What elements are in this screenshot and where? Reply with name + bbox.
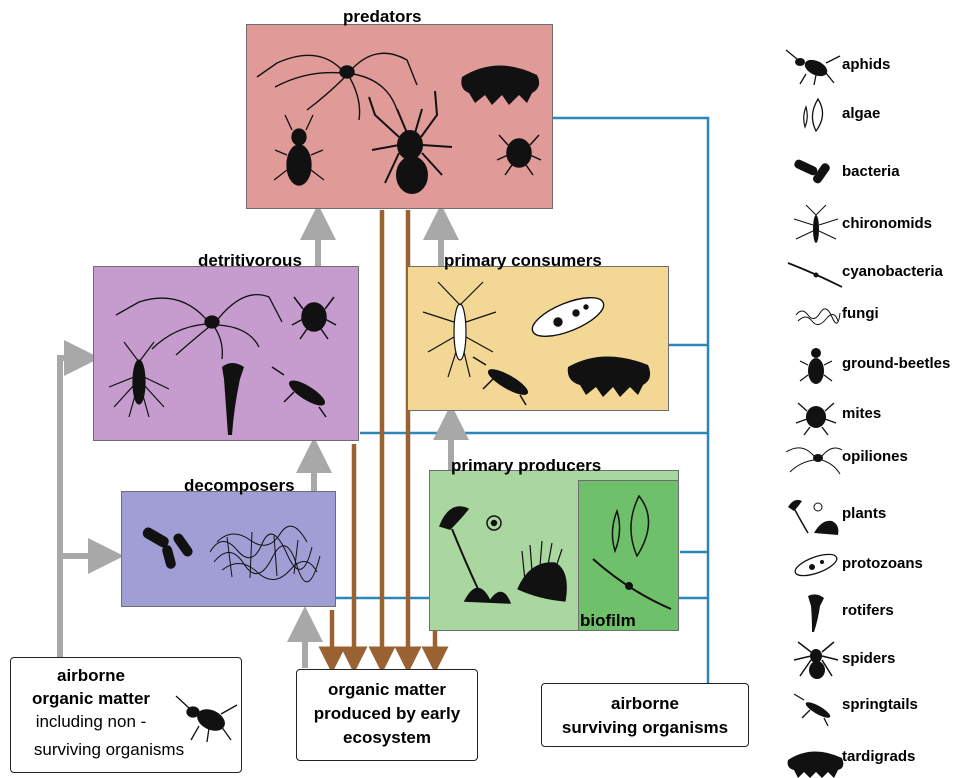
- legend-item-rotifers: rotifers: [784, 592, 974, 632]
- predators-box: [246, 24, 553, 209]
- mite-icon: [784, 395, 844, 435]
- algae-icon: [612, 496, 648, 556]
- airborne-surviving-line1: airborne: [542, 692, 748, 716]
- legend-label: cyanobacteria: [842, 263, 943, 280]
- legend-label: plants: [842, 505, 886, 522]
- chironomid-icon: [423, 282, 496, 377]
- protozoan-icon: [528, 290, 609, 344]
- organic-matter-line2: produced by early: [297, 702, 477, 726]
- tardigrade-icon: [784, 738, 844, 778]
- biofilm-organisms: [579, 481, 680, 632]
- predators-organisms: [247, 25, 554, 210]
- airborne-organic-matter-box: airborne organic matter including non - …: [10, 657, 242, 773]
- tardigrade-icon: [461, 65, 539, 105]
- legend-label: opiliones: [842, 448, 908, 465]
- opiliones-icon: [116, 295, 282, 359]
- legend-label: rotifers: [842, 602, 894, 619]
- plant-icon: [784, 495, 844, 535]
- primary-consumers-box: [407, 266, 669, 411]
- opiliones-icon: [784, 438, 844, 478]
- legend-label: bacteria: [842, 163, 900, 180]
- detritivorous-organisms: [94, 267, 360, 442]
- detritivorous-title: detritivorous: [198, 251, 302, 271]
- springtail-icon: [473, 357, 530, 405]
- decomposers-title: decomposers: [184, 476, 295, 496]
- airborne-organic-line2: organic matter: [11, 687, 171, 710]
- legend-label: fungi: [842, 305, 879, 322]
- primary-consumers-title: primary consumers: [444, 251, 602, 271]
- legend-item-fungi: fungi: [784, 295, 974, 335]
- biofilm-title: biofilm: [580, 611, 636, 631]
- mite-icon: [497, 135, 541, 175]
- legend-label: chironomids: [842, 215, 932, 232]
- legend-item-bacteria: bacteria: [784, 153, 974, 193]
- rotifer-icon: [222, 363, 244, 435]
- springtail-icon: [272, 367, 327, 417]
- decomposers-box: [121, 491, 336, 607]
- legend-label: algae: [842, 105, 880, 122]
- airborne-surviving-line2: surviving organisms: [542, 716, 748, 740]
- springtail-icon: [784, 686, 844, 726]
- legend-item-algae: algae: [784, 95, 974, 135]
- legend-label: springtails: [842, 696, 918, 713]
- rotifer-icon: [784, 592, 844, 632]
- legend-label: mites: [842, 405, 881, 422]
- detritivorous-box: [93, 266, 359, 441]
- cyanobacteria-icon: [593, 559, 671, 609]
- bacteria-icon: [784, 153, 844, 193]
- spider-icon: [784, 640, 844, 680]
- legend-item-springtails: springtails: [784, 686, 974, 726]
- fungi-icon: [210, 526, 320, 582]
- aphid-icon: [171, 690, 241, 745]
- decomposers-organisms: [122, 492, 337, 608]
- legend-label: spiders: [842, 650, 895, 667]
- protozoan-icon: [784, 545, 844, 585]
- organic-matter-line1: organic matter: [297, 678, 477, 702]
- legend-label: tardigrads: [842, 748, 915, 765]
- cyanobacteria-icon: [784, 253, 844, 293]
- predators-title: predators: [343, 7, 421, 27]
- primary-consumers-organisms: [408, 267, 670, 412]
- mite-icon: [292, 297, 336, 339]
- legend-item-cyanobacteria: cyanobacteria: [784, 253, 974, 293]
- legend-item-aphids: aphids: [784, 46, 974, 86]
- chironomid-icon: [784, 205, 844, 245]
- plant-icon: [518, 541, 566, 601]
- legend-label: protozoans: [842, 555, 923, 572]
- legend-item-mites: mites: [784, 395, 974, 435]
- legend-item-protozoans: protozoans: [784, 545, 974, 585]
- algae-icon: [784, 95, 844, 135]
- legend-label: ground-beetles: [842, 355, 950, 372]
- legend-item-tardigrads: tardigrads: [784, 738, 974, 778]
- airborne-organic-line1: airborne: [11, 664, 171, 687]
- aphid-icon: [784, 46, 844, 86]
- ground-beetle-icon: [274, 115, 324, 185]
- opiliones-icon: [257, 53, 417, 120]
- legend-item-ground-beetles: ground-beetles: [784, 345, 974, 385]
- legend-item-chironomids: chironomids: [784, 205, 974, 245]
- airborne-organic-line3: including non -: [11, 710, 171, 733]
- chironomid-icon: [109, 342, 169, 417]
- legend-item-plants: plants: [784, 495, 974, 535]
- plant-icon: [440, 507, 510, 603]
- tardigrade-icon: [568, 356, 650, 397]
- biofilm-box: [578, 480, 679, 631]
- organic-matter-line3: ecosystem: [297, 726, 477, 750]
- fungi-icon: [784, 295, 844, 335]
- primary-producers-title: primary producers: [451, 456, 601, 476]
- legend-label: aphids: [842, 56, 890, 73]
- spider-icon: [369, 91, 452, 193]
- organic-matter-early-box: organic matter produced by early ecosyst…: [296, 669, 478, 761]
- legend-item-spiders: spiders: [784, 640, 974, 680]
- bacteria-icon: [141, 526, 195, 570]
- legend-item-opiliones: opiliones: [784, 438, 974, 478]
- ground-beetle-icon: [784, 345, 844, 385]
- airborne-surviving-box: airborne surviving organisms: [541, 683, 749, 747]
